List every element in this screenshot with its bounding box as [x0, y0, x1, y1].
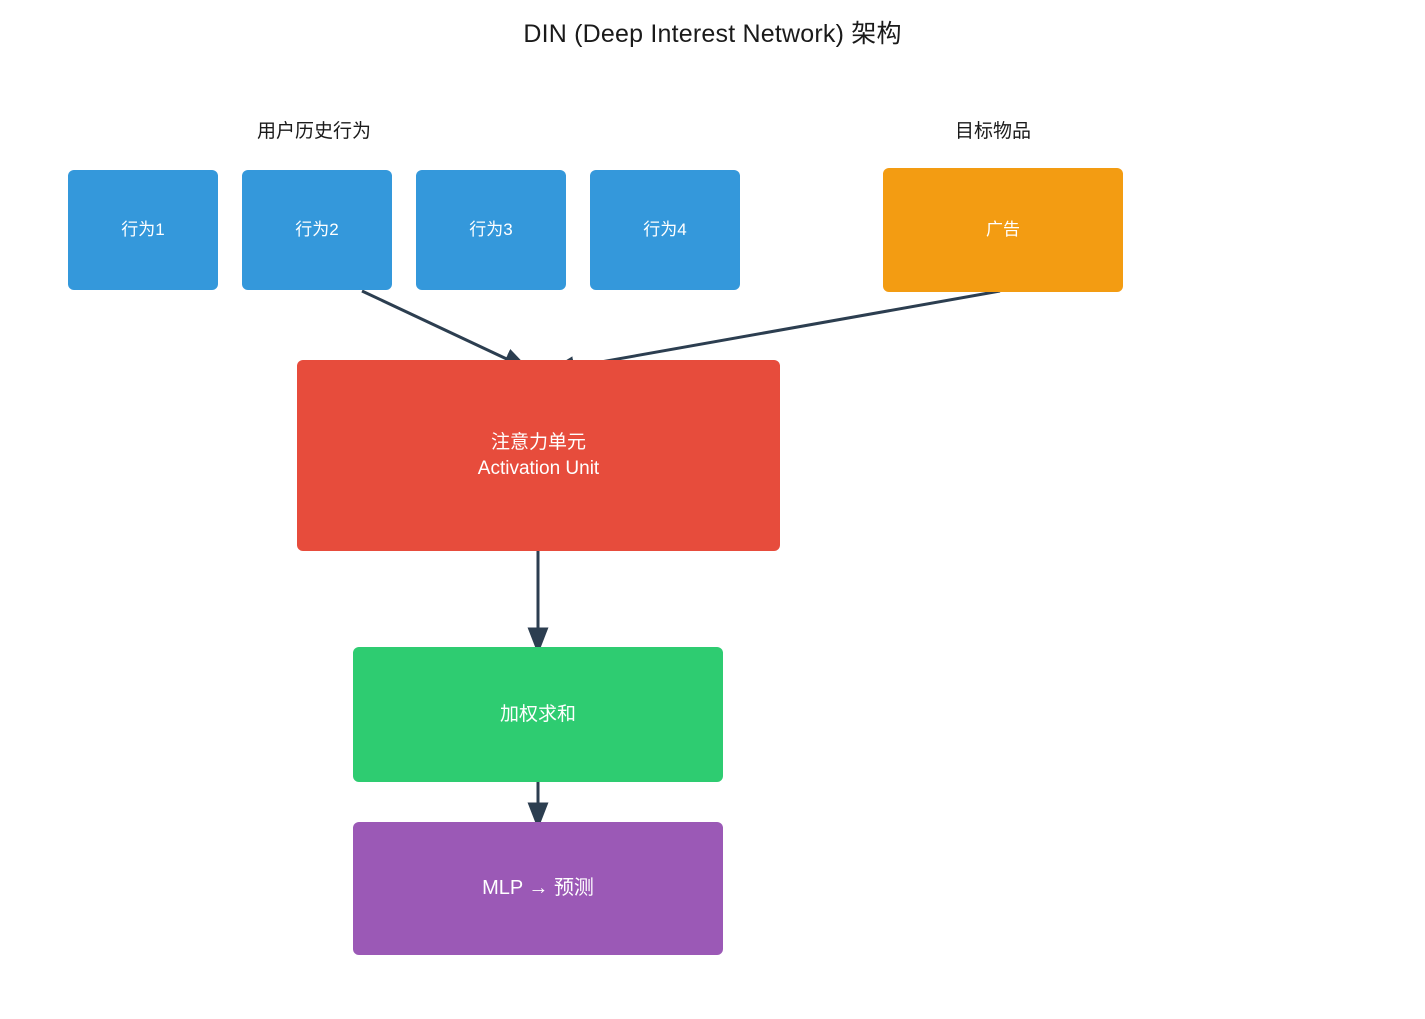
node-mlp[interactable]: MLP → 预测 — [353, 822, 723, 955]
node-behavior-4-label: 行为4 — [643, 219, 687, 239]
node-behavior-1[interactable]: 行为1 — [68, 170, 218, 290]
node-weighted-sum-label: 加权求和 — [499, 703, 576, 725]
edge-behavior2-to-attention — [361, 289, 531, 371]
node-behavior-3-label: 行为3 — [469, 219, 513, 239]
group-label-user-behaviors: 用户历史行为 — [256, 121, 371, 142]
node-behavior-2-label: 行为2 — [295, 219, 339, 239]
node-mlp-label: MLP → 预测 — [482, 877, 594, 899]
node-ad[interactable]: 广告 — [883, 168, 1123, 292]
node-ad-label: 广告 — [986, 219, 1020, 239]
node-attention-unit-label: 注意力单元 — [490, 431, 586, 453]
node-weighted-sum[interactable]: 加权求和 — [353, 647, 723, 782]
node-behavior-3[interactable]: 行为3 — [416, 170, 566, 290]
diagram-title: DIN (Deep Interest Network) 架构 — [523, 20, 902, 48]
node-behavior-2[interactable]: 行为2 — [242, 170, 392, 290]
edge-ad-to-attention — [547, 289, 1001, 378]
group-label-target-item: 目标物品 — [954, 121, 1031, 142]
node-attention-unit-sublabel: Activation Unit — [477, 457, 600, 479]
node-behavior-1-label: 行为1 — [121, 219, 165, 239]
node-attention-unit[interactable]: 注意力单元 Activation Unit — [297, 360, 780, 551]
node-behavior-4[interactable]: 行为4 — [590, 170, 740, 290]
